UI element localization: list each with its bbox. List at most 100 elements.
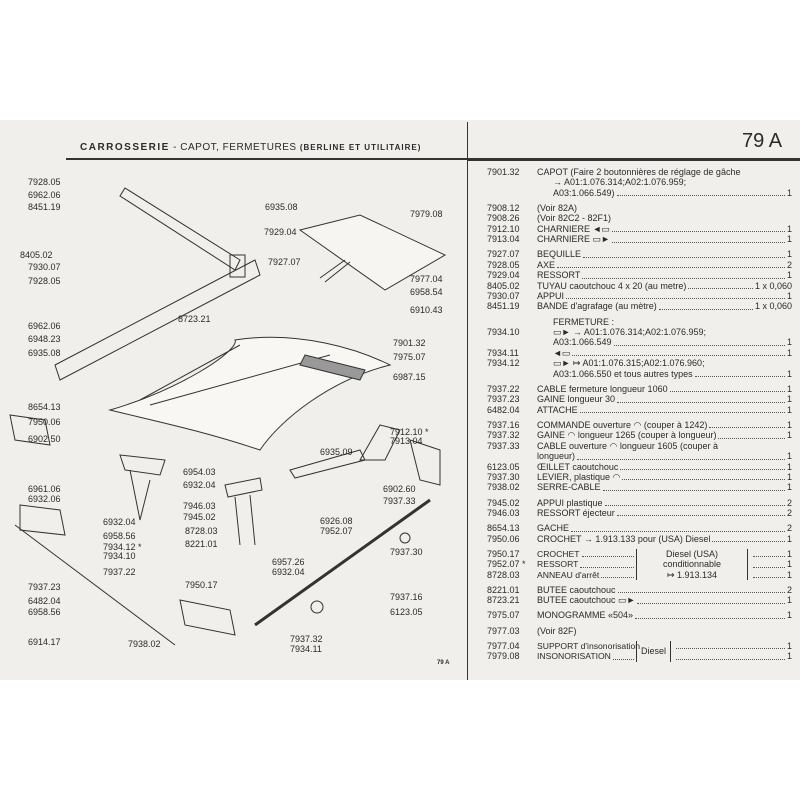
dot-leader: [572, 355, 785, 357]
part-ref: 7937.32: [487, 430, 520, 441]
part-ref: 7975.07: [487, 610, 520, 621]
dot-leader: [617, 592, 785, 594]
lock-latch: [9, 414, 166, 536]
callout: 6932.04: [183, 480, 216, 490]
section-title: CARROSSERIE: [80, 142, 170, 153]
part-description: INSONORISATION: [537, 651, 611, 662]
dot-leader: [658, 308, 753, 310]
part-ref: 8654.13: [487, 523, 520, 534]
callout: 6948.23: [28, 334, 61, 344]
part-quantity: 1: [786, 533, 792, 544]
part-ref: [487, 369, 537, 379]
part-ref: 7934.10: [487, 327, 520, 338]
part-ref: 7937.22: [487, 383, 520, 394]
part-quantity: 1: [786, 419, 792, 430]
part-quantity: 1: [786, 569, 792, 580]
exploded-parts-diagram: [9, 187, 447, 646]
part-description: GAINE longueur 30: [537, 394, 616, 405]
part-ref: 8405.02: [487, 280, 520, 291]
header-rule: [66, 158, 800, 160]
callout: 7934.10: [103, 551, 136, 561]
part-description: APPUI: [537, 291, 565, 302]
part-quantity: 1: [786, 368, 792, 379]
quantity-row: 1: [751, 549, 792, 559]
part-description: (Voir 82A): [537, 203, 578, 214]
dot-leader: [571, 530, 785, 532]
callout: 7930.07: [28, 262, 61, 272]
callout: 7952.07: [320, 526, 353, 536]
callout: 8728.03: [185, 526, 218, 536]
dot-leader: [581, 556, 634, 558]
lever: [310, 439, 441, 614]
page-number: 79 A: [742, 130, 783, 152]
hinge: [289, 424, 401, 479]
part-ref: 7937.16: [487, 419, 520, 430]
parts-group: FERMETURE :7934.10▭► → A01:1.076.314;A02…: [487, 317, 792, 379]
parts-group: 7977.03(Voir 82F): [487, 626, 792, 636]
callout: 7979.08: [410, 209, 443, 219]
part-ref: 7908.12: [487, 203, 520, 214]
part-quantity: 1: [786, 559, 792, 570]
hood-support-arm: [54, 187, 261, 381]
dot-leader: [601, 577, 634, 578]
part-description: APPUI plastique: [537, 497, 603, 508]
part-quantity: 1: [786, 610, 792, 621]
header-dash: -: [173, 142, 177, 153]
callout: 6932.04: [103, 517, 136, 527]
callout: 6914.17: [28, 637, 61, 647]
parts-row: longueur)1: [487, 451, 792, 461]
bracket-note: Diesel (USA) conditionnable↦ 1.913.134: [637, 549, 747, 580]
part-description: FERMETURE :: [553, 316, 615, 327]
part-ref: 6123.05: [487, 461, 520, 472]
part-quantity: 1: [786, 223, 792, 234]
quantity-row: 1: [674, 651, 792, 661]
dot-leader: [611, 241, 785, 243]
part-quantity: 1 x 0,060: [754, 301, 792, 312]
callout: 7975.07: [393, 352, 426, 362]
part-ref: 7913.04: [487, 234, 520, 245]
parts-row: 7952.07 *RESSORT: [487, 559, 636, 569]
release-cable: [14, 498, 431, 646]
part-ref: [487, 317, 537, 327]
callout: 7950.06: [28, 417, 61, 427]
part-description: GAINE ◠ longueur 1265 (couper à longueur…: [537, 430, 717, 441]
part-ref: [487, 337, 537, 347]
part-description: ŒILLET caoutchouc: [537, 461, 619, 472]
part-description: ▭► ↦ A01:1.076.315;A02:1.076.960;: [553, 358, 705, 369]
parts-row: A03:1.066.549)1: [487, 188, 792, 198]
part-description: longueur): [537, 451, 576, 462]
part-description: BUTEE caoutchouc: [537, 584, 616, 595]
part-ref: 7934.11: [487, 347, 519, 358]
part-ref: 6482.04: [487, 404, 520, 415]
part-ref: 7908.26: [487, 213, 520, 224]
part-description: CROCHET → 1.913.133 pour (USA) Diesel: [537, 533, 711, 544]
parts-row: 7977.03(Voir 82F): [487, 626, 792, 636]
callout: 7937.22: [103, 567, 136, 577]
part-ref: 7912.10: [487, 223, 520, 234]
part-ref: 8728.03: [487, 569, 520, 580]
callout: 7934.12 *: [103, 542, 142, 552]
part-ref: 7937.33: [487, 440, 520, 451]
part-ref: [487, 177, 537, 187]
part-quantity: 2: [786, 584, 792, 595]
dot-leader: [613, 344, 785, 346]
parts-row: 7934.11◄▭1: [487, 348, 792, 358]
